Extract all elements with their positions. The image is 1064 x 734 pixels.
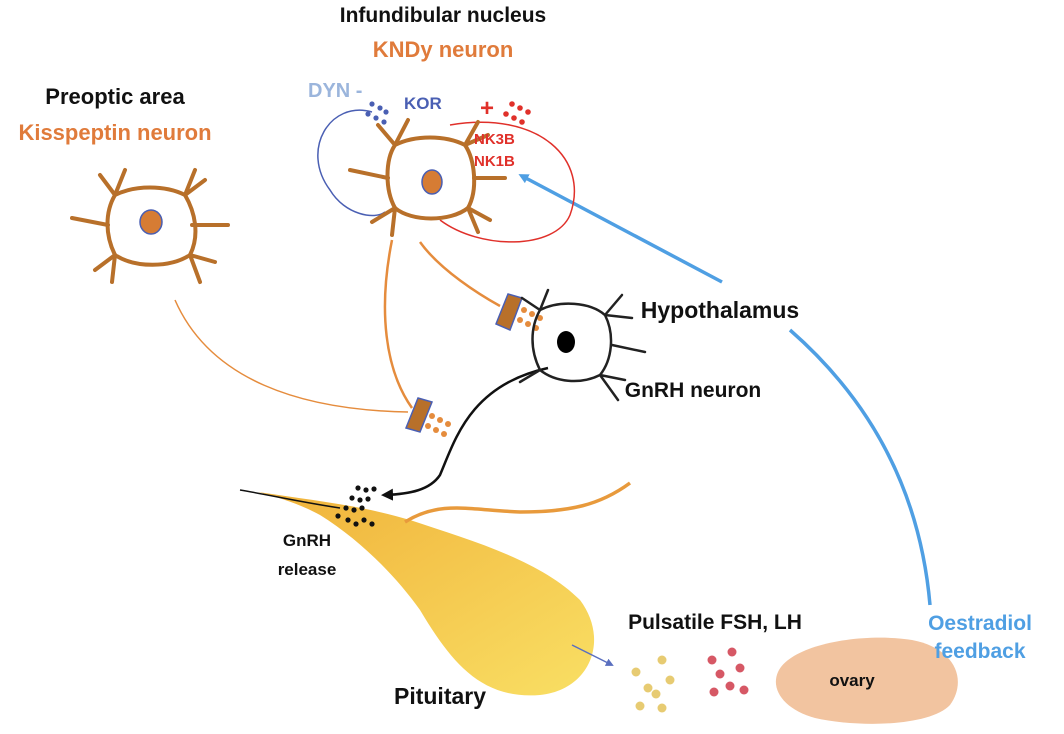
kndy-nucleus	[421, 169, 443, 195]
oestradiol-label-line1: Oestradiol	[928, 612, 1032, 635]
dyn-label: DYN -	[308, 80, 362, 102]
fsh-dots	[631, 655, 675, 713]
gnrh-neuron	[518, 288, 647, 402]
kndy-axon-to-terminal	[383, 239, 414, 409]
dyn-dots	[365, 101, 389, 125]
kor-label: KOR	[404, 94, 442, 113]
preoptic-area-label: Preoptic area	[45, 84, 185, 109]
ovary-label: ovary	[829, 671, 875, 690]
oestradiol-feedback-arc	[788, 328, 932, 606]
nkb-dots	[503, 101, 531, 125]
kisspeptin-nucleus	[139, 209, 163, 235]
lh-dots	[707, 647, 749, 697]
median-eminence-line	[239, 489, 341, 509]
feedback-arrow-to-kndy	[518, 174, 723, 284]
kisspeptin-terminal-axon	[404, 397, 434, 433]
gnrh-neuron-label: GnRH neuron	[625, 379, 762, 402]
nk1b-label: NK1B	[474, 153, 515, 170]
gnrh-release-label-line2: release	[278, 560, 337, 579]
infundibular-nucleus-label: Infundibular nucleus	[340, 4, 547, 27]
nkb-stimulatory-loop	[439, 121, 576, 243]
pituitary-secretion-arrow	[571, 644, 614, 666]
preoptic-kisspeptin-axon	[174, 299, 409, 413]
gnrh-nucleus	[557, 331, 575, 353]
kndy-axon-to-gnrh	[418, 241, 501, 308]
kisspeptin-terminal-gnrh	[495, 293, 523, 331]
ovary	[775, 637, 958, 724]
kisspeptin-release-dots-axon	[425, 413, 451, 437]
pituitary-gland	[258, 492, 595, 696]
nk3b-label: NK3B	[474, 131, 515, 148]
portal-vessel	[404, 481, 632, 524]
gnrh-axon-arrow	[381, 366, 549, 501]
kndy-neuron-label: KNDy neuron	[373, 37, 514, 62]
pituitary-label: Pituitary	[394, 683, 486, 709]
gnrh-release-label-line1: GnRH	[283, 531, 331, 550]
gnrh-release-dots	[335, 485, 377, 527]
dyn-inhibitory-loop	[317, 109, 386, 217]
hypothalamus-label: Hypothalamus	[641, 297, 799, 323]
pulsatile-fsh-lh-label: Pulsatile FSH, LH	[628, 611, 802, 634]
oestradiol-label-line2: feedback	[934, 640, 1025, 663]
kisspeptin-neuron-label: Kisspeptin neuron	[18, 120, 211, 145]
kisspeptin-neuron	[70, 168, 230, 284]
kndy-neuron	[348, 118, 507, 237]
plus-label: +	[480, 95, 494, 122]
